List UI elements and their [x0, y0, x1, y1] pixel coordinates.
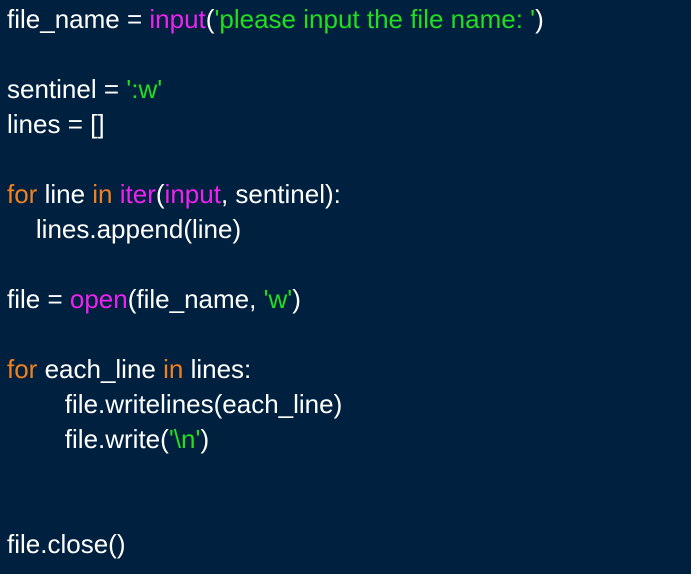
- code-token-builtin: input: [164, 179, 221, 209]
- code-token-keyword: for: [7, 179, 38, 209]
- code-token-plain: lines = []: [7, 109, 105, 139]
- code-token-string: '\n': [168, 424, 201, 454]
- code-token-plain: (: [205, 4, 215, 34]
- code-token-keyword: for: [7, 354, 38, 384]
- code-line: file_name = input('please input the file…: [7, 2, 544, 37]
- code-line: [7, 142, 544, 177]
- code-token-plain: , sentinel):: [220, 179, 341, 209]
- code-token-plain: ): [200, 424, 210, 454]
- code-token-keyword: in: [92, 179, 113, 209]
- code-line: file.writelines(each_line): [7, 387, 544, 422]
- code-token-builtin: iter: [119, 179, 156, 209]
- code-token-plain: sentinel =: [7, 74, 127, 104]
- code-token-builtin: open: [69, 284, 128, 314]
- code-token-plain: lines.append(line): [7, 214, 242, 244]
- code-token-keyword: in: [163, 354, 184, 384]
- code-token-plain: each_line: [37, 354, 164, 384]
- code-block: file_name = input('please input the file…: [7, 2, 544, 562]
- code-token-string: 'please input the file name: ': [214, 4, 536, 34]
- code-line: sentinel = ':w': [7, 72, 544, 107]
- code-token-plain: ): [535, 4, 544, 34]
- code-line: lines.append(line): [7, 212, 544, 247]
- code-token-plain: file.writelines(each_line): [7, 389, 343, 419]
- code-line: file = open(file_name, 'w'): [7, 282, 544, 317]
- code-token-plain: file_name =: [7, 4, 150, 34]
- code-line: file.close(): [7, 527, 544, 562]
- code-token-plain: [113, 179, 120, 209]
- code-token-plain: lines:: [183, 354, 252, 384]
- code-line: [7, 247, 544, 282]
- code-line: file.write('\n'): [7, 422, 544, 457]
- code-line: [7, 457, 544, 492]
- code-token-builtin: input: [149, 4, 206, 34]
- code-line: [7, 492, 544, 527]
- code-token-plain: file.write(: [7, 424, 169, 454]
- code-line: [7, 317, 544, 352]
- code-line: for line in iter(input, sentinel):: [7, 177, 544, 212]
- code-token-plain: (file_name,: [127, 284, 264, 314]
- code-token-plain: ): [292, 284, 301, 314]
- code-line: lines = []: [7, 107, 544, 142]
- code-line: for each_line in lines:: [7, 352, 544, 387]
- code-token-plain: line: [37, 179, 93, 209]
- code-token-string: 'w': [263, 284, 293, 314]
- code-token-plain: file.close(): [7, 529, 126, 559]
- code-line: [7, 37, 544, 72]
- code-token-plain: (: [155, 179, 165, 209]
- code-token-plain: file =: [7, 284, 70, 314]
- code-token-string: ':w': [126, 74, 163, 104]
